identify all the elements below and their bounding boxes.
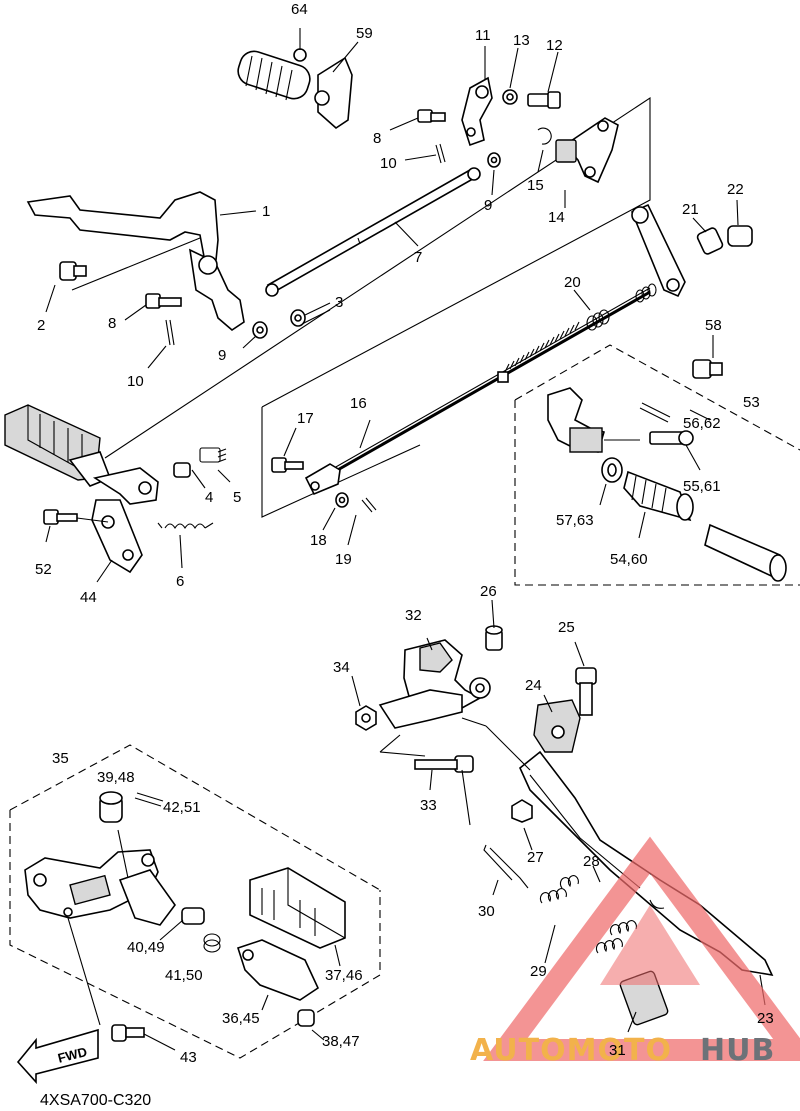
callout-17: 17 (297, 410, 314, 427)
callout-10-lower: 10 (127, 373, 144, 390)
callout-55-61: 55,61 (683, 478, 721, 495)
callout-56-62: 56,62 (683, 415, 721, 432)
callout-33: 33 (420, 797, 437, 814)
callout-31: 31 (609, 1042, 626, 1059)
bolt-pin-upper (389, 109, 501, 196)
callout-40-49: 40,49 (127, 939, 165, 956)
callout-7: 7 (414, 249, 422, 266)
callout-8-lower: 8 (108, 315, 116, 332)
callout-labels: 64 59 11 13 12 8 10 9 15 14 1 7 21 22 2 … (35, 1, 774, 1066)
callout-5: 5 (233, 489, 241, 506)
shift-pedal (26, 191, 257, 332)
pedal-fasteners (124, 293, 331, 369)
fwd-label: FWD (56, 1044, 88, 1066)
callout-53: 53 (743, 394, 760, 411)
callout-37-46: 37,46 (325, 967, 363, 984)
callout-25: 25 (558, 619, 575, 636)
callout-4: 4 (205, 489, 213, 506)
callout-32: 32 (405, 607, 422, 624)
callout-16: 16 (350, 395, 367, 412)
callout-34: 34 (333, 659, 350, 676)
callout-27: 27 (527, 849, 544, 866)
callout-20: 20 (564, 274, 581, 291)
callout-15: 15 (527, 177, 544, 194)
callout-36-45: 36,45 (222, 1010, 260, 1027)
callout-54-60: 54,60 (610, 551, 648, 568)
brake-rod (271, 283, 657, 546)
callout-10-upper: 10 (380, 155, 397, 172)
callout-1: 1 (262, 203, 270, 220)
callout-29: 29 (530, 963, 547, 980)
callout-43: 43 (180, 1049, 197, 1066)
footrest-left (4, 404, 231, 583)
callout-26: 26 (480, 583, 497, 600)
callout-35: 35 (52, 750, 69, 767)
callout-52: 52 (35, 561, 52, 578)
shift-rod (265, 167, 481, 297)
callout-11: 11 (475, 27, 491, 44)
callout-3: 3 (335, 294, 343, 311)
callout-41-50: 41,50 (165, 967, 203, 984)
callout-30: 30 (478, 903, 495, 920)
callout-12: 12 (546, 37, 563, 54)
callout-21: 21 (682, 201, 699, 218)
callout-6: 6 (176, 573, 184, 590)
callout-18: 18 (310, 532, 327, 549)
forward-arrow-badge: FWD (16, 1028, 99, 1085)
callout-23: 23 (757, 1010, 774, 1027)
callout-9-lower: 9 (218, 347, 226, 364)
callout-58: 58 (705, 317, 722, 334)
bracket-frames (9, 96, 800, 1059)
callout-24: 24 (525, 677, 542, 694)
callout-22: 22 (727, 181, 744, 198)
watermark-logo: AUTOMOTO HUB (470, 836, 800, 1068)
callout-2: 2 (37, 317, 45, 334)
footrest-group-35 (24, 791, 346, 1051)
watermark-text-auto: AUTOMOTO (470, 1033, 672, 1068)
callout-28: 28 (583, 853, 600, 870)
passenger-footrest (547, 335, 787, 582)
link-arm (630, 199, 753, 298)
shift-arm-assembly (461, 46, 619, 208)
footrest-peg-top (237, 28, 359, 130)
callout-39-48: 39,48 (97, 769, 135, 786)
callout-13: 13 (513, 32, 530, 49)
callout-19: 19 (335, 551, 352, 568)
watermark-text-hub: HUB (700, 1033, 775, 1068)
callout-38-47: 38,47 (322, 1033, 360, 1050)
callout-42-51: 42,51 (163, 799, 201, 816)
callout-59: 59 (356, 25, 373, 42)
callout-44: 44 (80, 589, 97, 606)
callout-64: 64 (291, 1, 308, 18)
callout-14: 14 (548, 209, 565, 226)
callout-8-upper: 8 (373, 130, 381, 147)
diagram-code: 4XSA700-C320 (40, 1092, 151, 1109)
callout-9-upper: 9 (484, 197, 492, 214)
callout-57-63: 57,63 (556, 512, 594, 529)
